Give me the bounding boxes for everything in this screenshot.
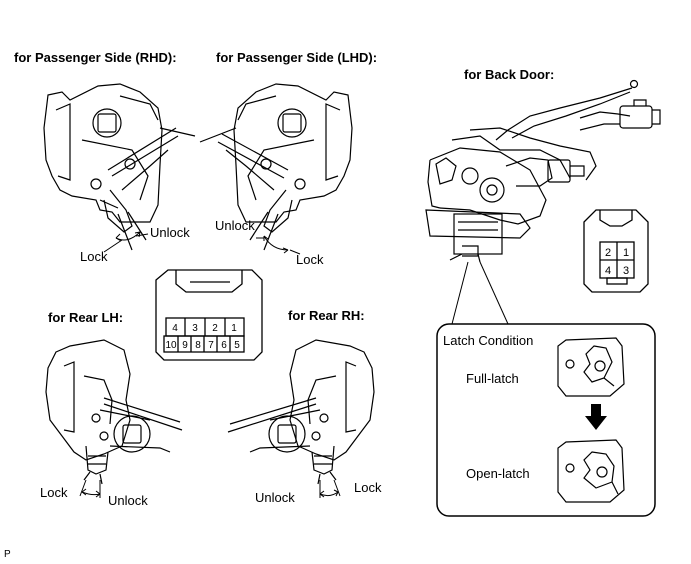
connector10-pin-9: 9 xyxy=(182,340,188,351)
rhd-door-lock-drawing xyxy=(43,83,196,251)
connector10-pin-6: 6 xyxy=(221,340,227,351)
rear-rh-unlock-label: Unlock xyxy=(255,490,295,505)
connector4-pin-3: 3 xyxy=(623,265,629,277)
title-passenger-rhd: for Passenger Side (RHD): xyxy=(14,50,177,65)
lhd-unlock-label: Unlock xyxy=(215,218,255,233)
connector10-pin-1: 1 xyxy=(231,323,237,334)
open-latch-drawing xyxy=(557,439,625,503)
connector10-pin-4: 4 xyxy=(172,323,178,334)
rear-rh-lock-drawing xyxy=(227,339,375,485)
latch-condition-box xyxy=(436,323,656,517)
rear-lh-unlock-label: Unlock xyxy=(108,493,148,508)
ten-pin-connector xyxy=(155,269,263,361)
rhd-unlock-label: Unlock xyxy=(150,225,190,240)
lhd-angle-arrows xyxy=(256,235,301,255)
rhd-lock-label: Lock xyxy=(80,249,108,264)
connector10-pin-10: 10 xyxy=(165,340,177,351)
back-door-connector xyxy=(583,209,649,293)
connector4-pin-1: 1 xyxy=(623,247,629,259)
connector10-pin-2: 2 xyxy=(212,323,218,334)
lhd-door-lock-drawing xyxy=(199,83,353,251)
connector4-pin-4: 4 xyxy=(605,265,611,277)
open-latch-label: Open-latch xyxy=(466,466,530,481)
title-rear-lh: for Rear LH: xyxy=(48,310,124,325)
full-latch-label: Full-latch xyxy=(466,371,519,386)
rear-rh-angle-arrows xyxy=(319,479,341,498)
back-door-lock-drawing xyxy=(425,79,661,263)
full-latch-drawing xyxy=(557,337,625,397)
connector10-pin-8: 8 xyxy=(195,340,201,351)
rear-rh-lock-label: Lock xyxy=(354,480,382,495)
down-arrow-icon xyxy=(585,404,607,430)
callout-lines xyxy=(451,261,509,325)
title-rear-rh: for Rear RH: xyxy=(288,308,365,323)
lhd-lock-label: Lock xyxy=(296,252,324,267)
rear-lh-lock-label: Lock xyxy=(40,485,68,500)
title-passenger-lhd: for Passenger Side (LHD): xyxy=(216,50,378,65)
connector10-pin-3: 3 xyxy=(192,323,198,334)
rear-lh-angle-arrows xyxy=(79,479,101,498)
rhd-angle-arrows xyxy=(103,231,149,253)
connector10-pin-5: 5 xyxy=(234,340,240,351)
corner-mark: P xyxy=(4,549,11,560)
connector4-pin-2: 2 xyxy=(605,247,611,259)
latch-condition-title: Latch Condition xyxy=(443,333,534,348)
title-back-door: for Back Door: xyxy=(464,67,555,82)
connector10-pin-7: 7 xyxy=(208,340,214,351)
rear-lh-lock-drawing xyxy=(45,339,183,485)
